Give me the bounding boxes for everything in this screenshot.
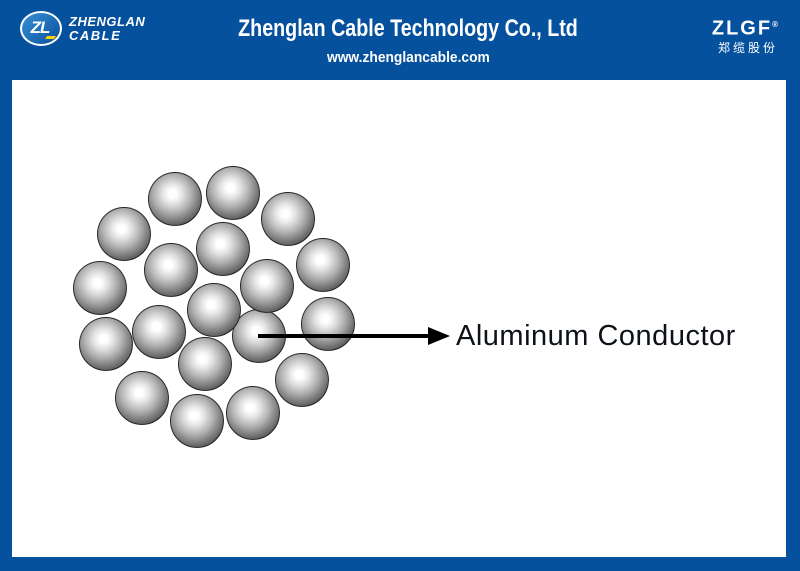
conductor-strand	[79, 317, 133, 371]
wordmark-line2: CABLE	[69, 28, 122, 43]
conductor-strand	[144, 243, 198, 297]
conductor-strand	[132, 305, 186, 359]
conductor-strand	[187, 283, 241, 337]
conductor-strand	[170, 394, 224, 448]
conductor-strand	[115, 371, 169, 425]
arrow-line	[258, 334, 430, 338]
company-title: Zhenglan Cable Technology Co., Ltd	[238, 14, 578, 42]
website-url: www.zhenglancable.com	[326, 48, 490, 66]
zl-logo-badge: ZL	[20, 11, 62, 46]
zl-monogram-icon: ZL	[30, 17, 51, 37]
header-center: Zhenglan Cable Technology Co., Ltd www.z…	[201, 0, 615, 82]
arrow-head-icon	[428, 327, 450, 345]
conductor-strand	[206, 166, 260, 220]
header: ZL ZHENGLAN CABLE Zhenglan Cable Technol…	[0, 0, 800, 80]
conductor-strand	[97, 207, 151, 261]
conductor-strand	[73, 261, 127, 315]
conductor-strand	[240, 259, 294, 313]
logo-wordmark: ZHENGLAN CABLE	[69, 15, 145, 42]
conductor-strand	[148, 172, 202, 226]
conductor-strand	[296, 238, 350, 292]
conductor-strand	[301, 297, 355, 351]
company-logo: ZL ZHENGLAN CABLE	[20, 11, 145, 46]
zlgf-logo: ZLGF® 郑缆股份	[712, 15, 778, 55]
zlgf-chinese: 郑缆股份	[717, 40, 778, 55]
aluminum-conductor-label: Aluminum Conductor	[456, 320, 736, 352]
conductor-strand	[275, 353, 329, 407]
zlgf-latin: ZLGF®	[712, 15, 778, 39]
wordmark-line1: ZHENGLAN	[69, 14, 146, 29]
zlgf-text: ZLGF	[711, 17, 773, 40]
conductor-strand	[226, 386, 280, 440]
conductor-strand	[178, 337, 232, 391]
registered-mark-icon: ®	[772, 20, 778, 29]
conductor-strand	[196, 222, 250, 276]
conductor-strand	[261, 192, 315, 246]
